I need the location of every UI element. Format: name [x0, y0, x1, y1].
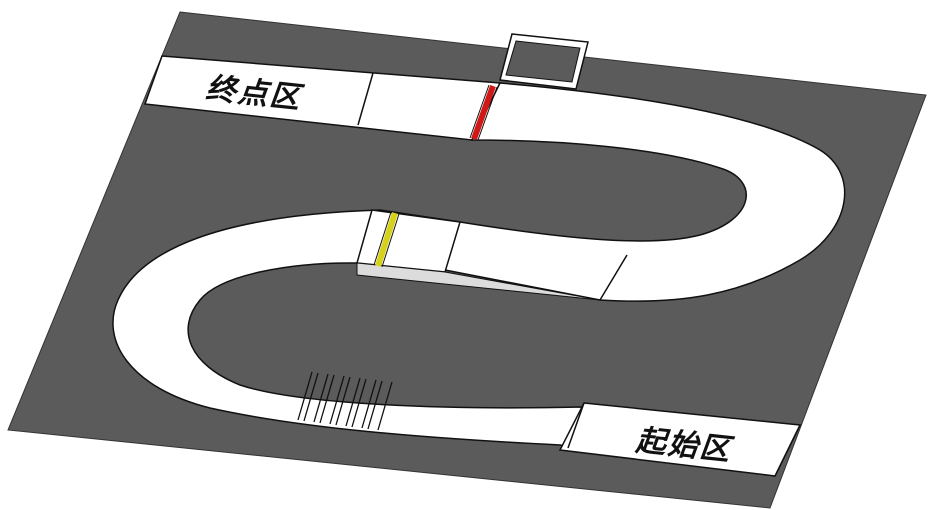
yellow-line-edge-b — [381, 213, 400, 268]
ramp-divider — [599, 254, 628, 301]
red-line-edge-a — [469, 84, 490, 139]
start-zone-divider — [567, 402, 585, 449]
start-zone-strip — [558, 402, 802, 477]
box-inside — [505, 40, 581, 83]
red-line — [471, 84, 496, 141]
yellow-line-edge-a — [373, 211, 392, 266]
yellow-line — [375, 212, 398, 267]
red-line-edge-b — [477, 86, 498, 141]
finish-zone-divider — [357, 72, 374, 126]
ramp-top — [356, 209, 461, 273]
start-stripes — [297, 371, 393, 431]
